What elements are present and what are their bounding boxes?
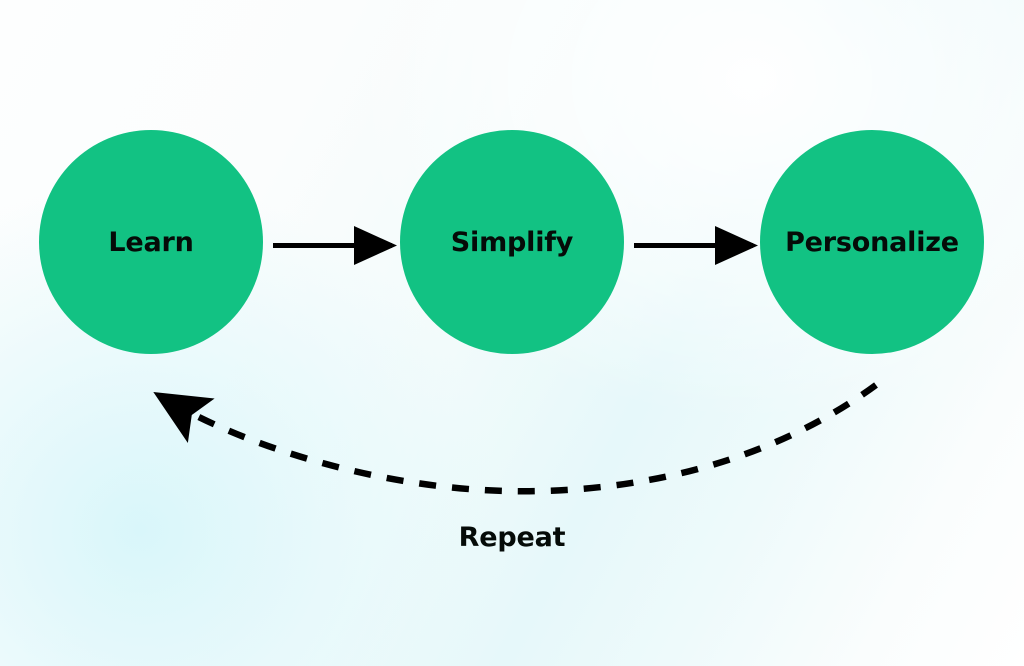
node-learn-label: Learn <box>108 226 194 258</box>
node-personalize[interactable]: Personalize <box>760 130 984 354</box>
repeat-label: Repeat <box>458 522 566 553</box>
arrow-repeat-loop <box>153 382 878 495</box>
node-personalize-label: Personalize <box>785 226 959 258</box>
node-learn[interactable]: Learn <box>39 130 263 354</box>
node-simplify[interactable]: Simplify <box>400 130 624 354</box>
node-simplify-label: Simplify <box>450 226 574 258</box>
